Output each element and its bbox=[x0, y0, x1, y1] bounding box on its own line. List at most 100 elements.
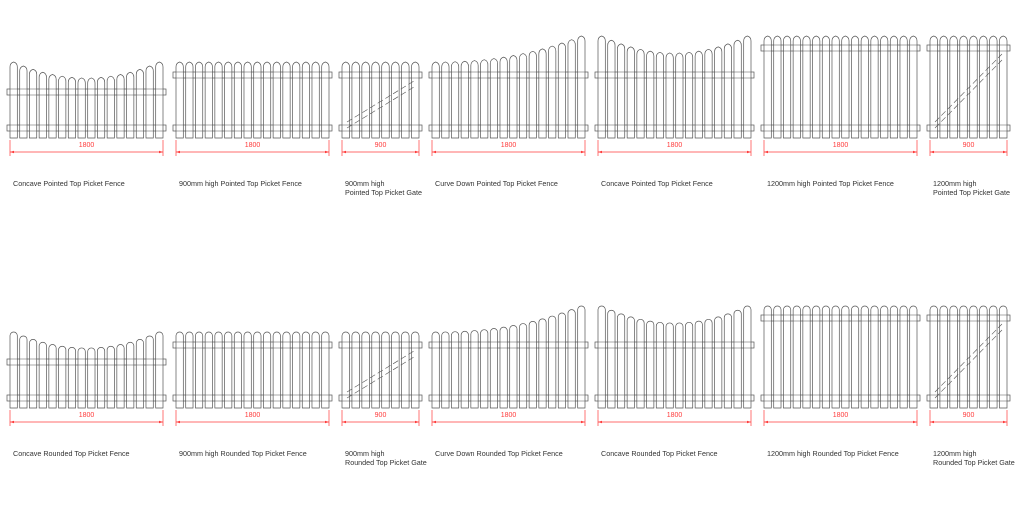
picket bbox=[301, 331, 310, 409]
picket bbox=[538, 318, 547, 409]
picket bbox=[411, 61, 420, 139]
dimension-line bbox=[9, 140, 164, 156]
picket bbox=[106, 75, 115, 139]
picket bbox=[519, 53, 528, 139]
fence-caption: Concave Rounded Top Picket Fence bbox=[13, 449, 130, 458]
picket bbox=[694, 320, 703, 409]
picket bbox=[704, 48, 713, 139]
picket bbox=[499, 326, 508, 409]
picket bbox=[783, 305, 792, 409]
picket bbox=[381, 61, 390, 139]
fence-panel-pointed-3 bbox=[338, 61, 423, 139]
picket bbox=[272, 61, 281, 139]
picket bbox=[704, 318, 713, 409]
picket bbox=[460, 330, 469, 409]
picket bbox=[743, 305, 752, 409]
bottom-rail bbox=[172, 394, 333, 402]
top-rail bbox=[760, 44, 921, 52]
picket bbox=[509, 55, 518, 139]
picket bbox=[253, 61, 262, 139]
picket bbox=[58, 75, 67, 139]
fence-panel-rounded-2 bbox=[172, 331, 333, 409]
picket bbox=[831, 305, 840, 409]
fence-panel-pointed-1 bbox=[6, 61, 167, 139]
picket bbox=[999, 305, 1008, 409]
picket bbox=[321, 331, 330, 409]
picket bbox=[361, 331, 370, 409]
top-rail bbox=[926, 314, 1011, 322]
picket bbox=[577, 35, 586, 139]
picket bbox=[185, 331, 194, 409]
picket bbox=[263, 331, 272, 409]
picket bbox=[567, 39, 576, 139]
picket bbox=[155, 61, 164, 139]
dimension-label: 1800 bbox=[500, 412, 517, 419]
picket bbox=[243, 331, 252, 409]
picket bbox=[145, 335, 154, 409]
picket bbox=[646, 320, 655, 409]
picket bbox=[19, 335, 28, 409]
picket bbox=[145, 65, 154, 139]
picket bbox=[979, 35, 988, 139]
picket bbox=[431, 331, 440, 409]
picket bbox=[694, 50, 703, 139]
dimension-line bbox=[175, 410, 330, 426]
picket bbox=[889, 35, 898, 139]
picket bbox=[675, 322, 684, 409]
picket bbox=[802, 305, 811, 409]
picket bbox=[773, 35, 782, 139]
picket bbox=[77, 347, 86, 409]
dimension-line bbox=[763, 410, 918, 426]
picket bbox=[538, 48, 547, 139]
picket bbox=[821, 305, 830, 409]
dimension-label: 1800 bbox=[832, 412, 849, 419]
picket bbox=[470, 330, 479, 409]
gate-brace bbox=[346, 350, 415, 393]
picket bbox=[528, 50, 537, 139]
bottom-rail bbox=[338, 124, 423, 132]
top-rail bbox=[594, 71, 755, 79]
fence-caption: 1200mm high Pointed Top Picket Gate bbox=[933, 179, 1010, 197]
fence-caption: 1200mm high Pointed Top Picket Fence bbox=[767, 179, 894, 188]
bottom-rail bbox=[594, 124, 755, 132]
picket bbox=[106, 345, 115, 409]
picket bbox=[899, 305, 908, 409]
picket bbox=[204, 331, 213, 409]
picket bbox=[391, 331, 400, 409]
fence-caption: Concave Pointed Top Picket Fence bbox=[13, 179, 125, 188]
picket bbox=[272, 331, 281, 409]
picket bbox=[411, 331, 420, 409]
picket bbox=[851, 305, 860, 409]
bottom-rail bbox=[6, 124, 167, 132]
picket bbox=[155, 331, 164, 409]
picket bbox=[224, 331, 233, 409]
picket bbox=[460, 60, 469, 139]
picket bbox=[116, 344, 125, 409]
top-rail bbox=[338, 341, 423, 349]
picket bbox=[733, 39, 742, 139]
picket bbox=[480, 329, 489, 409]
picket bbox=[321, 61, 330, 139]
picket bbox=[391, 61, 400, 139]
dimension-line bbox=[175, 140, 330, 156]
fence-panel-pointed-6 bbox=[760, 35, 921, 139]
picket bbox=[909, 35, 918, 139]
dimension-line bbox=[763, 140, 918, 156]
top-rail bbox=[6, 358, 167, 366]
picket bbox=[929, 35, 938, 139]
picket bbox=[214, 61, 223, 139]
picket bbox=[9, 61, 18, 139]
picket bbox=[889, 305, 898, 409]
picket bbox=[233, 331, 242, 409]
picket bbox=[371, 331, 380, 409]
picket bbox=[763, 305, 772, 409]
picket bbox=[311, 61, 320, 139]
picket bbox=[743, 35, 752, 139]
picket bbox=[989, 35, 998, 139]
picket bbox=[301, 61, 310, 139]
fence-panel-rounded-4 bbox=[428, 305, 589, 409]
picket bbox=[441, 61, 450, 139]
picket bbox=[959, 35, 968, 139]
fence-caption: Curve Down Rounded Top Picket Fence bbox=[435, 449, 563, 458]
